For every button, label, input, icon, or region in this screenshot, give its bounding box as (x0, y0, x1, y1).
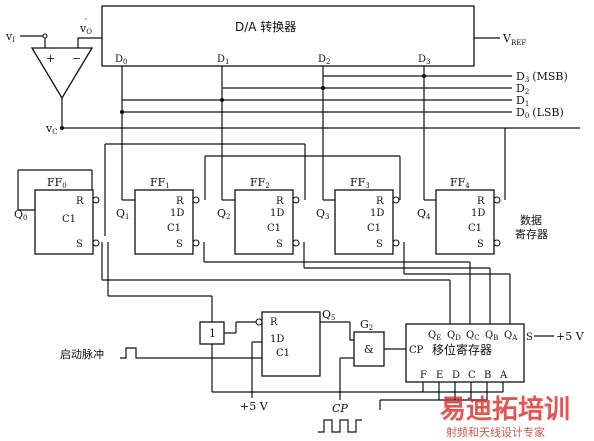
watermark-logo: 易迪拓培训 (440, 395, 570, 425)
ff1-output: Q1 (116, 207, 130, 221)
output-bus: D3(MSB) D2 D1 D0(LSB) (120, 66, 568, 200)
control-wires (17, 128, 511, 325)
shift-register: 移位寄存器 QE QD QC QB QA S +5 V CP F E D C B… (212, 323, 585, 410)
watermark: 易迪拓培训 射频和天线设计专家 (440, 395, 570, 439)
vo-label: vO′ (79, 18, 92, 36)
ff2-pin-1d: 1D (270, 208, 284, 219)
dac-input-d0: D0 (115, 54, 128, 66)
ff5-pin-1d: 1D (270, 334, 284, 345)
qa-output: QA (504, 330, 518, 342)
ff2-pin-c1: C1 (267, 223, 281, 234)
or-gate: 1 (199, 321, 237, 345)
ff2: FF2 R 1D C1 S Q2 (217, 176, 300, 255)
ff4-name: FF4 (450, 176, 470, 190)
ff4-pin-c1: C1 (468, 223, 482, 234)
ff0-pin-c1: C1 (62, 214, 76, 225)
comparator-minus: − (72, 52, 81, 65)
input-e: E (436, 370, 443, 381)
shift-register-title: 移位寄存器 (432, 342, 492, 357)
supply-bottom: +5 V (240, 400, 269, 413)
ff0-pin-r: R (76, 196, 84, 207)
vref-label: VREF (502, 32, 526, 47)
ff4-pin-r: R (477, 196, 485, 207)
ff4-pin-1d: 1D (471, 208, 485, 219)
input-c: C (468, 370, 476, 381)
ff3-pin-c1: C1 (367, 223, 381, 234)
and-gate-g2: & G2 (339, 318, 406, 400)
dac-title: D/A 转换器 (235, 19, 296, 34)
clock-label: CP (332, 402, 348, 415)
ff2-name: FF2 (250, 176, 270, 190)
ff3-pin-s: S (376, 239, 383, 250)
ff5-pin-c1: C1 (276, 348, 290, 359)
comparator: + − vI vO′ vC (5, 18, 580, 136)
ff2-pin-r: R (276, 196, 284, 207)
and-gate-name: G2 (360, 318, 373, 332)
output-d1: D1 (516, 94, 529, 108)
dac-block: D/A 转换器 VREF D0 D1 D2 D3 (101, 5, 526, 67)
start-pulse-label: 启动脉冲 (60, 347, 104, 361)
s-pin: S (526, 332, 533, 343)
input-f: F (420, 370, 427, 381)
ff4: FF4 R 1D C1 S Q4 (417, 176, 501, 255)
watermark-text: 射频和天线设计专家 (446, 425, 545, 439)
ff4-output: Q4 (417, 207, 431, 221)
ff3: FF3 R 1D C1 S Q3 (316, 176, 400, 255)
ff1-pin-s: S (176, 239, 183, 250)
ff1-pin-1d: 1D (170, 208, 184, 219)
ff5-pin-r: R (270, 317, 278, 328)
ff1-name: FF1 (150, 176, 170, 190)
ff5-output: Q5 (322, 308, 336, 322)
ff3-pin-1d: 1D (370, 208, 384, 219)
comparator-plus: + (46, 52, 55, 65)
shift-register-supply: +5 V (556, 330, 585, 343)
ff5: R 1D C1 Q5 (236, 308, 350, 377)
output-d2: D2 (516, 82, 529, 96)
ff2-pin-s: S (276, 239, 283, 250)
dac-input-d2: D2 (318, 54, 331, 66)
ff0: FF0 R C1 S Q0 (14, 176, 100, 255)
vc-label: vC (45, 122, 58, 136)
dac-input-d1: D1 (217, 54, 230, 66)
ff3-pin-r: R (376, 196, 384, 207)
dac-input-d3: D3 (418, 54, 431, 66)
vi-label: vI (5, 30, 15, 44)
cp-pin: CP (409, 345, 424, 356)
ff0-name: FF0 (47, 176, 67, 190)
ff1-pin-r: R (176, 196, 184, 207)
ff0-pin-s: S (76, 239, 83, 250)
output-d3: D3(MSB) (516, 70, 568, 84)
ff2-output: Q2 (217, 207, 231, 221)
data-register-label: 数据寄存器 (515, 213, 548, 241)
qd-output: QD (447, 330, 461, 342)
ff3-output: Q3 (316, 207, 330, 221)
output-d0: D0(LSB) (516, 106, 564, 120)
qb-output: QB (485, 330, 498, 342)
ff1: FF1 R 1D C1 S Q1 (116, 176, 200, 255)
or-gate-label: 1 (209, 327, 216, 340)
ff3-name: FF3 (350, 176, 370, 190)
qc-output: QC (466, 330, 480, 342)
ff1-pin-c1: C1 (167, 223, 181, 234)
input-b: B (484, 370, 491, 381)
bottom-signals: 启动脉冲 +5 V CP (60, 341, 362, 433)
ff4-pin-s: S (477, 239, 484, 250)
qe-output: QE (428, 330, 441, 342)
input-a: A (499, 370, 508, 381)
ff0-output: Q0 (14, 208, 28, 222)
input-d: D (452, 370, 460, 381)
and-gate-label: & (364, 343, 374, 356)
